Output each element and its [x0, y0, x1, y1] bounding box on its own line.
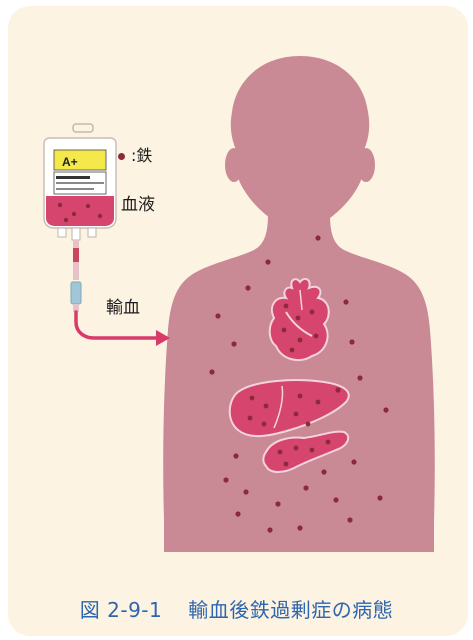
- blood-bag: [44, 124, 116, 312]
- iron-legend-label: :鉄: [131, 148, 152, 164]
- iron-legend: :鉄: [118, 148, 152, 164]
- blood-liquid-label: 血液: [121, 197, 155, 214]
- transfusion-label: 輸血: [106, 300, 140, 317]
- figure-title: 輸血後鉄過剰症の病態: [188, 598, 393, 622]
- figure-caption: 図 2-9-1 輸血後鉄過剰症の病態: [0, 594, 473, 623]
- bag-blood-type-label: A+: [62, 155, 78, 169]
- figure-number: 図 2-9-1: [80, 598, 162, 622]
- iron-dot-icon: [118, 153, 125, 160]
